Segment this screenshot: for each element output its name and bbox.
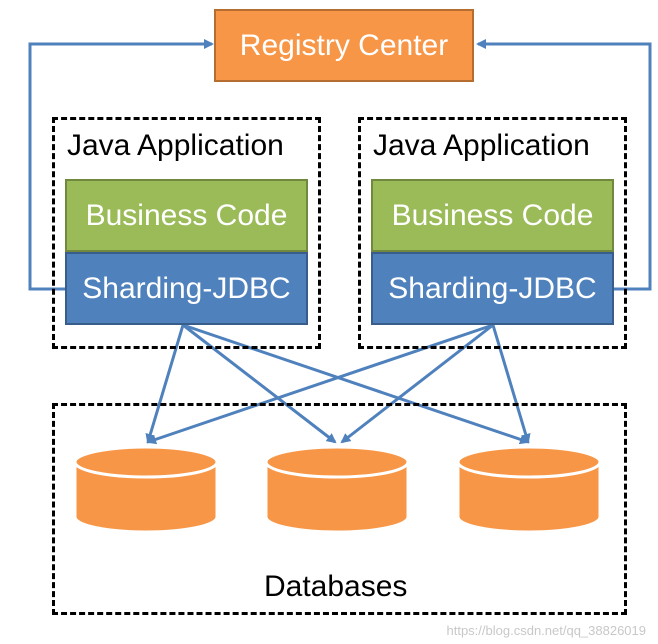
database-1 — [73, 445, 219, 534]
registry-center-box: Registry Center — [214, 9, 474, 82]
java-application-left — [52, 117, 321, 349]
business-code-left-label: Business Code — [85, 198, 288, 232]
left-to-db2-arrow — [182, 323, 337, 444]
business-code-left: Business Code — [65, 179, 308, 252]
java-application-left-title: Java Application — [67, 129, 284, 162]
database-3 — [456, 445, 602, 534]
databases-group — [52, 403, 627, 615]
sharding-jdbc-left: Sharding-JDBC — [65, 252, 308, 325]
sharding-jdbc-right-label: Sharding-JDBC — [388, 271, 597, 305]
left-to-db1-arrow — [145, 324, 185, 444]
left-to-db3-arrow — [182, 323, 530, 445]
sharding-jdbc-right: Sharding-JDBC — [371, 252, 614, 325]
watermark-text: https://blog.csdn.net/qq_38826019 — [446, 623, 647, 638]
sharding-jdbc-left-label: Sharding-JDBC — [82, 271, 291, 305]
right-to-db3-arrow — [491, 324, 531, 444]
java-application-right-title: Java Application — [373, 129, 590, 162]
business-code-right: Business Code — [371, 179, 614, 252]
databases-label: Databases — [264, 570, 408, 603]
left-registry-arrow — [28, 39, 214, 291]
business-code-right-label: Business Code — [391, 198, 594, 232]
right-to-db1-arrow — [146, 323, 494, 445]
right-to-db2-arrow — [340, 323, 494, 444]
right-registry-arrow — [476, 39, 652, 291]
java-application-right — [358, 117, 627, 349]
database-2 — [264, 445, 410, 534]
registry-center-label: Registry Center — [239, 28, 449, 62]
